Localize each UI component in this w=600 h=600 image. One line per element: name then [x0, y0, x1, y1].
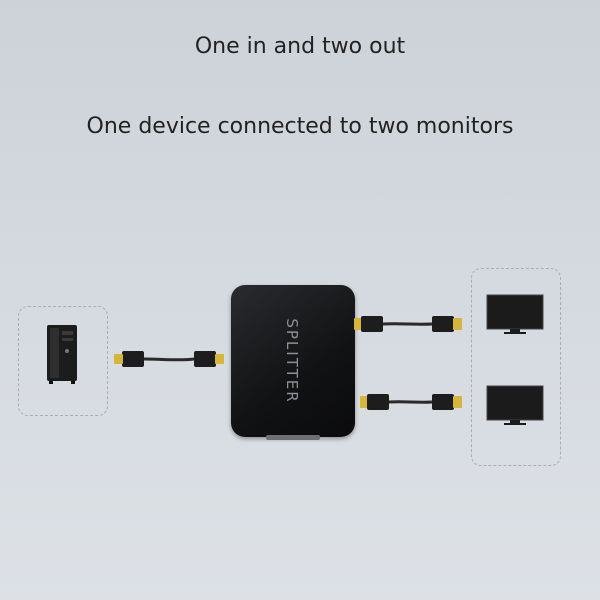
output-monitors-frame	[471, 268, 561, 466]
heading-line-2: One device connected to two monitors	[86, 114, 514, 139]
hdmi-splitter-device: SPLITTER	[231, 285, 355, 440]
splitter-label: SPLITTER	[283, 318, 301, 404]
splitter-base	[266, 435, 320, 440]
heading-line-1: One in and two out	[194, 34, 406, 59]
monitor-icon	[486, 294, 544, 334]
hdmi-cable-icon	[360, 394, 462, 410]
monitor-icon	[486, 385, 544, 425]
pc-tower-icon	[47, 325, 77, 384]
hdmi-cable-icon	[114, 351, 224, 367]
source-device-frame	[18, 306, 108, 416]
hdmi-cable-icon	[354, 316, 462, 332]
